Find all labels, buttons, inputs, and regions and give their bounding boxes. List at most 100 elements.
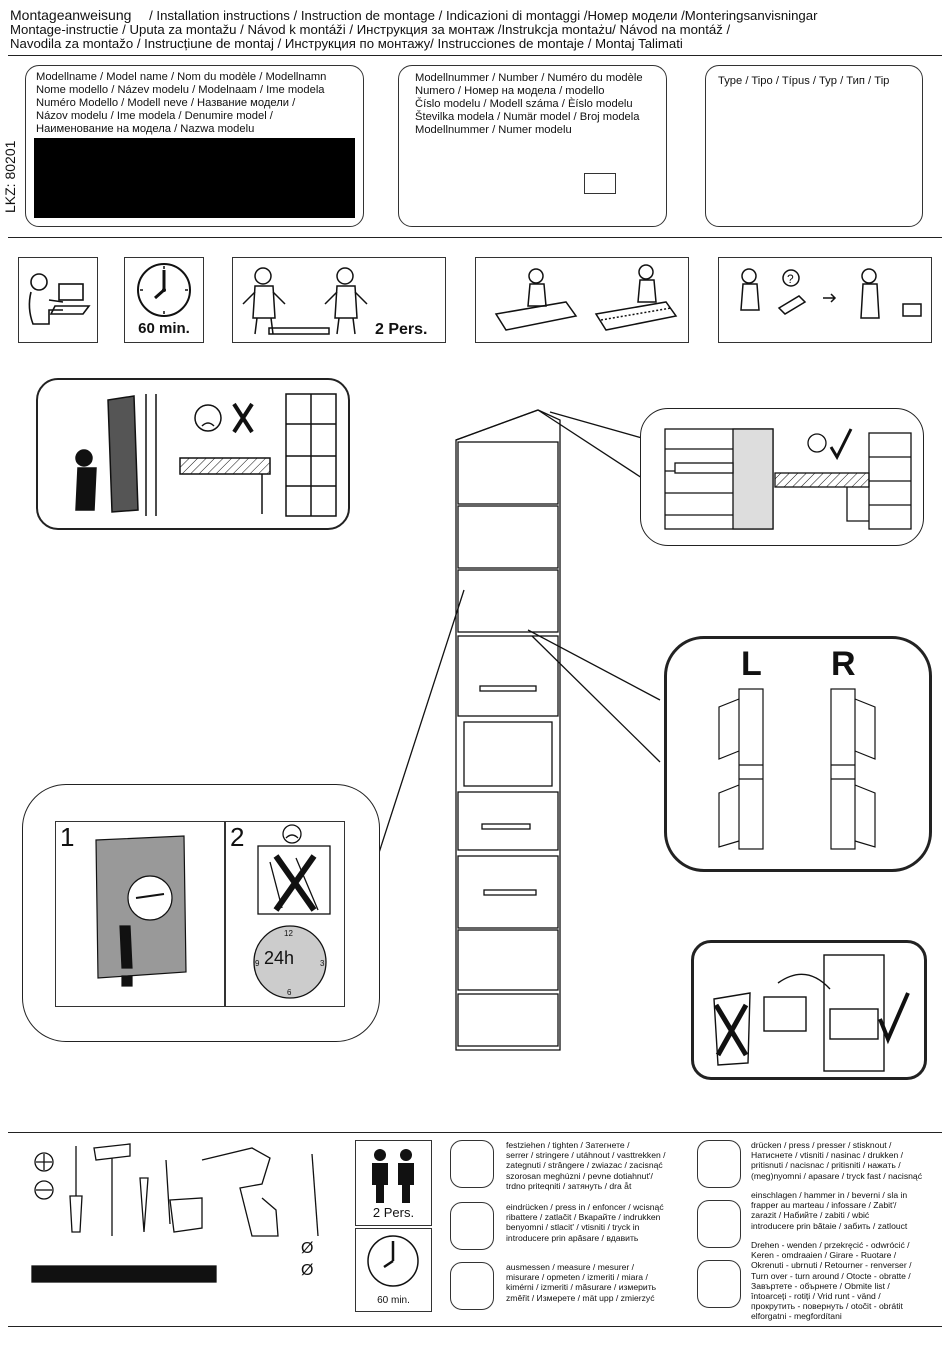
model-number-label-line: Modellnummer / Number / Numéro du modèle: [415, 72, 643, 84]
diameter-symbol-2: Ø: [301, 1262, 314, 1279]
type-label: Type / Tipo / Típus / Typ / Тип / Tip: [718, 75, 890, 87]
clock-6: 6: [287, 988, 292, 997]
cabinet-open-compartment: [463, 721, 553, 787]
cabinet-drawer-2: [457, 791, 559, 851]
panel-1-number: 1: [60, 822, 75, 852]
footer-time-box: 60 min.: [355, 1228, 432, 1312]
cabinet-door-4: [457, 929, 559, 991]
turn-over-text: Drehen - wenden / przekręcić - odwrócić …: [751, 1240, 950, 1322]
drill-bit-icon: [311, 1153, 319, 1237]
instruction-line: ribattere / zatlačit / Вкарайте / indruk…: [506, 1212, 661, 1223]
file-instructions-icon: [713, 954, 910, 1072]
right-variant-letter: R: [831, 645, 856, 683]
model-name-redacted-block: [34, 138, 355, 218]
press-hand-icon: [697, 1140, 741, 1188]
instruction-line: Натиснете / vtisniti / nasinac / drukken…: [751, 1150, 904, 1161]
footer-rule-bottom: [8, 1326, 942, 1327]
cleaning-panel-2: 2 24h 12 3 6 9: [225, 821, 345, 1007]
instruction-line: elforgatni - megfordítani: [751, 1311, 842, 1322]
press-in-text: eindrücken / press in / enfoncer / wcisn…: [506, 1202, 706, 1243]
footer-rule-top: [8, 1132, 942, 1133]
cabinet-drawer-3: [457, 855, 559, 929]
instruction-line: Turn over - turn around / Otocte - obrat…: [751, 1270, 911, 1281]
measure-icon: [450, 1262, 494, 1310]
model-name-label-line: Наименование на модела / Nazwa modelu: [36, 123, 255, 135]
cabinet-door-3: [457, 569, 559, 633]
instruction-line: introducere prin apăsare / вдавить: [506, 1232, 639, 1243]
instruction-line: zategnuti / strângere / zwiazac / zacisn…: [506, 1160, 663, 1171]
model-name-label-line: Modellname / Model name / Nom du modèle …: [36, 71, 327, 83]
header-line-3: Navodila za montažo / Instrucțiune de mo…: [10, 36, 683, 51]
cleaning-care-callout: 1 2 24h 12 3 6 9: [22, 784, 380, 1042]
instruction-line: întoarceți - rotiți / Vrid runt - vänd /: [751, 1291, 881, 1302]
time-box: 60 min.: [124, 257, 204, 343]
press-in-icon: [450, 1202, 494, 1250]
cabinet-door-5: [457, 993, 559, 1047]
header-rule: [8, 55, 942, 56]
instruction-line: serrer / stringere / utáhnout / vasttrek…: [506, 1150, 666, 1161]
keep-instructions-callout: [691, 940, 927, 1080]
model-number-field: [584, 173, 616, 194]
left-variant-letter: L: [741, 645, 762, 683]
cabinet-door-2: [457, 505, 559, 569]
model-name-labels: Modellname / Model name / Nom du modèle …: [36, 71, 326, 136]
instruction-line: benyomni / stlacit' / vtisniti / tryck i…: [506, 1222, 640, 1233]
read-instructions-box: [18, 257, 98, 343]
model-name-label-line: Názov modelu / Ime modela / Denumire mod…: [36, 110, 273, 122]
two-persons-box: 2 Pers.: [232, 257, 446, 343]
clock-icon: [137, 263, 191, 317]
left-right-cabinets-icon: [718, 688, 876, 850]
instruction-line: festziehen / tighten / Затегнете /: [506, 1140, 630, 1150]
instruction-line: Keren - omdraaien / Girare - Ruotare /: [751, 1250, 897, 1261]
header-line-1: Montageanweisung / Installation instruct…: [10, 8, 817, 24]
instruction-line: eindrücken / press in / enfoncer / wcisn…: [506, 1202, 664, 1212]
model-number-labels: Modellnummer / Number / Numéro du modèle…: [415, 72, 643, 137]
instruction-line: Завъртете - обърнете / Obmite list /: [751, 1280, 890, 1291]
time-label: 60 min.: [138, 320, 190, 337]
unpack-on-floor-box: [475, 257, 689, 343]
persons-label: 2 Pers.: [375, 321, 428, 338]
model-name-label-line: Nome modello / Název modelu / Modelnaam …: [36, 84, 325, 96]
instruction-line: zarazit / Набийте / zabiti / wbić: [751, 1210, 870, 1221]
tip-over-warning-callout: [36, 378, 350, 530]
call-support-box: ?: [718, 257, 932, 343]
wipe-with-cloth-icon: [95, 835, 187, 987]
cleaning-panel-1: 1: [55, 821, 225, 1007]
header-line-2: Montage-instructie / Uputa za montažu / …: [10, 22, 731, 37]
hammer-in-text: einschlagen / hammer in / beverni / sla …: [751, 1190, 950, 1231]
no-chemicals-icon: [253, 824, 331, 999]
clock-12: 12: [284, 929, 293, 938]
instruction-line: změřit / Измерете / mät upp / zmierzyć: [506, 1292, 655, 1303]
model-name-label-line: Numéro Modello / Modell neve / Название …: [36, 97, 296, 109]
panel-2-number: 2: [230, 822, 245, 852]
screwdriver-icon: [69, 1146, 83, 1233]
drill-icon: [201, 1147, 279, 1237]
footer-time-label: 60 min.: [377, 1295, 410, 1306]
diameter-symbol-1: Ø: [301, 1240, 314, 1257]
two-workers-lifting-icon: [242, 267, 368, 335]
press-text: drücken / press / presser / stisknout / …: [751, 1140, 950, 1181]
hammer-icon: [93, 1143, 131, 1236]
model-name-box: Modellname / Model name / Nom du modèle …: [25, 65, 364, 227]
section-rule: [8, 237, 942, 238]
footer-persons-box: 2 Pers.: [355, 1140, 432, 1226]
instruction-line: misurare / opmeten / izmeriti / miara /: [506, 1272, 648, 1283]
tools-illustration: [31, 1143, 319, 1283]
model-number-label-line: Číslo modelu / Modell száma / Èíslo mode…: [415, 98, 633, 110]
instruction-line: einschlagen / hammer in / beverni / sla …: [751, 1190, 908, 1200]
flat-symbol-icon: [34, 1180, 54, 1200]
lkz-code: LKZ: 80201: [2, 140, 18, 213]
instruction-line: pritisnuti / nacisnac / pritisniti / наж…: [751, 1160, 901, 1171]
pencil-icon: [139, 1177, 149, 1233]
tip-over-warning-icon: [75, 393, 337, 517]
instruction-line: прокрутить - повернуть / otočit - obráti…: [751, 1301, 903, 1312]
tighten-icon: [450, 1140, 494, 1188]
measure-text: ausmessen / measure / mesurer / misurare…: [506, 1262, 706, 1303]
wall-anchor-callout: [640, 408, 924, 546]
spirit-level-icon: [31, 1265, 217, 1283]
instruction-line: Okrenuti - ubrnuti / Retourner - renvers…: [751, 1260, 912, 1271]
cabinet-drawing: [375, 409, 661, 1051]
left-right-variant-callout: L R: [664, 636, 932, 872]
cabinet-drawer-1: [457, 635, 559, 717]
instruction-line: Drehen - wenden / przekręcić - odwrócić …: [751, 1240, 910, 1250]
